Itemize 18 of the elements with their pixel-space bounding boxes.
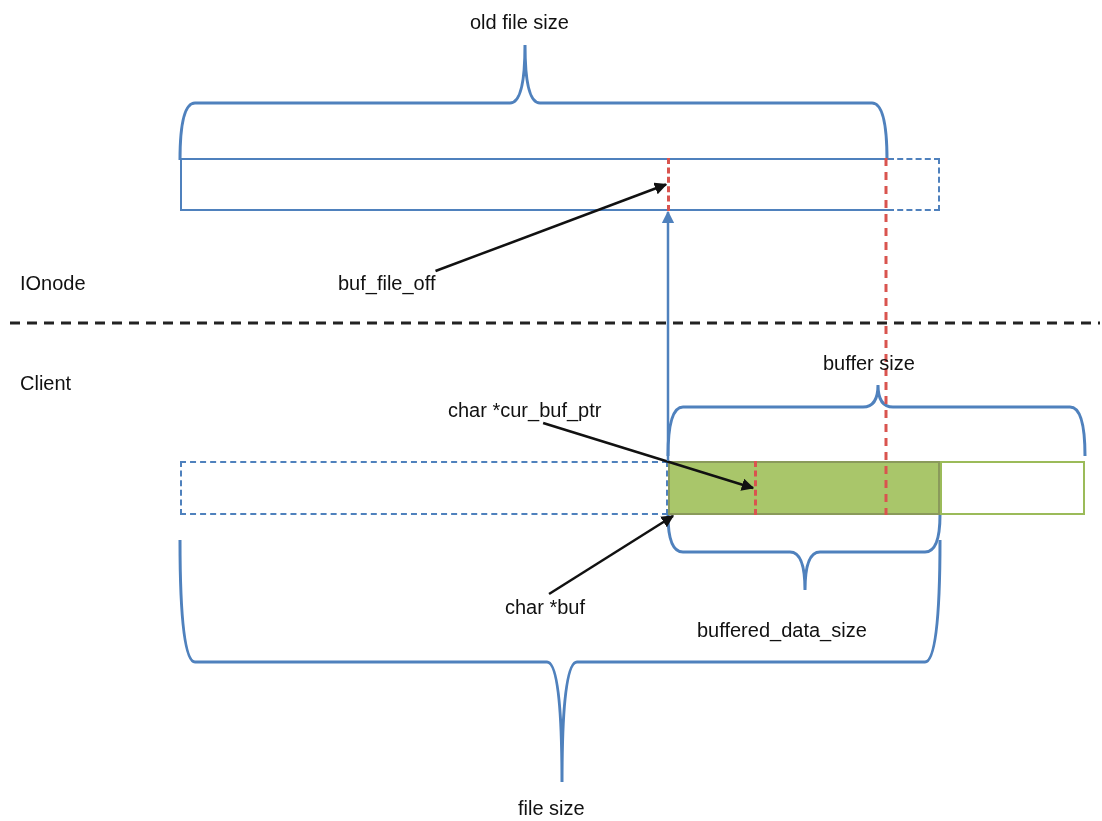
dashed-extension-box [888,158,940,211]
offset-marker [667,158,670,211]
pointer-label: char *buf [505,595,586,619]
region-label: IOnode [20,271,86,295]
arrow [435,182,668,273]
pointer-label: char *cur_buf_ptr [448,398,602,422]
file-bar [180,158,888,211]
arrow [661,210,675,461]
arrow [542,421,755,491]
dimension-label: file size [518,796,585,820]
arrow [548,514,675,596]
pointer-label: buf_file_off [338,271,436,295]
dashed-region-box [180,461,668,515]
region-label: Client [20,371,72,395]
dimension-label: buffered_data_size [697,618,867,642]
dimension-label: old file size [470,10,569,34]
buffered-data-bar [668,461,940,515]
dimension-label: buffer size [823,351,915,375]
